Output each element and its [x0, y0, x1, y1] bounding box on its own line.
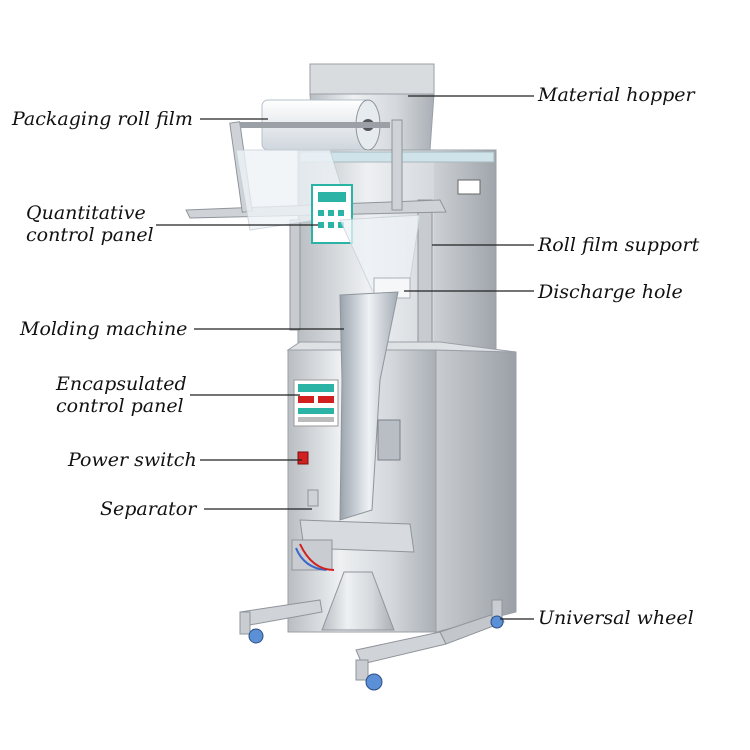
- label-material-hopper: Material hopper: [538, 84, 695, 106]
- molding-machine: [339, 291, 401, 521]
- universal-wheel: [248, 615, 504, 691]
- separator: [291, 489, 415, 571]
- label-molding-machine: Molding machine: [20, 318, 188, 340]
- label-quantitative-control-panel-line2: control panel: [26, 224, 154, 246]
- leader-lines: [156, 95, 534, 620]
- label-discharge-hole: Discharge hole: [538, 281, 683, 303]
- label-encapsulated-control-panel-line2: control panel: [56, 395, 184, 417]
- quantitative-control-panel: [311, 184, 353, 244]
- base-frame: [239, 599, 505, 681]
- label-roll-film-support: Roll film support: [538, 234, 700, 256]
- label-encapsulated-control-panel-line1: Encapsulated: [56, 373, 187, 395]
- label-packaging-roll-film: Packaging roll film: [12, 108, 193, 130]
- label-quantitative-control-panel-line1: Quantitative: [26, 202, 146, 224]
- power-switch: [297, 451, 309, 465]
- label-universal-wheel: Universal wheel: [538, 607, 694, 629]
- label-power-switch: Power switch: [68, 449, 197, 471]
- label-separator: Separator: [100, 498, 197, 520]
- encapsulated-control-panel: [293, 379, 339, 427]
- discharge-chute: [321, 571, 395, 631]
